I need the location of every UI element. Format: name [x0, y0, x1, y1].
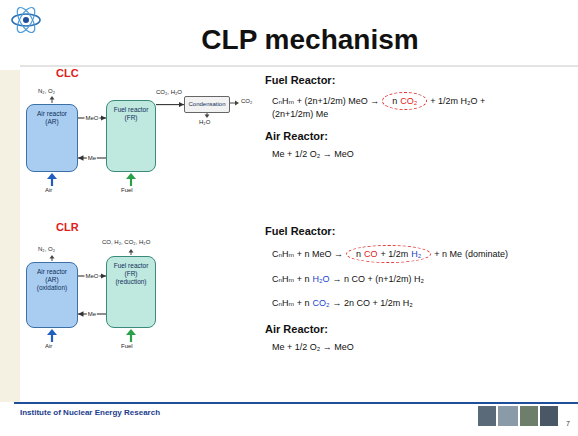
equation-term: CₙHₘ + n	[272, 274, 309, 284]
node-text: Fuel reactor (FR) (reduction)	[110, 262, 152, 285]
stream-label: Fuel	[121, 343, 133, 350]
footer-text: Institute of Nuclear Energy Research	[20, 408, 160, 417]
equation-term: CO₂	[400, 96, 417, 106]
equation-line: CₙHₘ + (2n+1/2m) MeO →nCO₂+ 1/2m H₂O +	[272, 92, 485, 110]
reactor-box: Fuel reactor (FR)	[106, 100, 156, 172]
equation-term: (2n+1/2m) Me	[272, 109, 328, 119]
highlight-ring: nCO+ 1/2mH₂	[346, 245, 431, 263]
section-label: CLR	[56, 221, 79, 234]
stream-label: N₂, O₂	[38, 88, 55, 95]
equation-line: CₙHₘ + nH₂O→ n CO + (n+1/2m) H₂	[272, 274, 424, 284]
page-number: 7	[566, 420, 570, 428]
equation-line: Me + 1/2 O₂ → MeO	[272, 342, 354, 352]
equation-term: Me + 1/2 O₂ → MeO	[272, 342, 354, 352]
equation-term: H₂	[411, 249, 421, 259]
reactor-box: Air reactor (AR)	[26, 104, 78, 172]
flow-connector	[156, 104, 184, 105]
header-rule	[20, 66, 578, 67]
stream-label: Air	[45, 187, 52, 194]
equation-term: H₂O	[312, 274, 329, 284]
reactor-box: Fuel reactor (FR) (reduction)	[106, 256, 156, 328]
node-text: Air reactor (AR)	[30, 110, 74, 126]
reactor-box: Air reactor (AR) (oxidation)	[26, 262, 78, 328]
equation-term: + 1/2m	[380, 249, 408, 259]
equation-term: CₙHₘ + n MeO →	[272, 249, 343, 259]
equation-term: + 1/2m H₂O +	[430, 96, 485, 106]
equation-line: Me + 1/2 O₂ → MeO	[272, 149, 354, 159]
connector-label: MeO	[84, 273, 99, 280]
slide-title: CLP mechanism	[40, 24, 578, 56]
equation-line: CₙHₘ + n MeO →nCO+ 1/2mH₂+ n Me(dominate…	[272, 245, 508, 263]
footer-photos	[478, 406, 558, 426]
stream-label: CO₂, H₂O	[156, 89, 182, 96]
connector-label: Me	[87, 155, 97, 162]
node-text: Air reactor (AR) (oxidation)	[30, 268, 74, 291]
stream-label: N₂, O₂	[38, 246, 55, 253]
equation-term: CO₂	[312, 298, 329, 308]
reactor-heading: Air Reactor:	[265, 130, 328, 143]
reactor-heading: Air Reactor:	[265, 323, 328, 336]
footer-rule	[14, 402, 578, 404]
reactor-heading: Fuel Reactor:	[265, 225, 335, 238]
node-text: Fuel reactor (FR)	[110, 106, 152, 122]
stream-label: CO₂	[241, 98, 252, 105]
logo-icon	[12, 5, 40, 35]
equation-term: CₙHₘ + (2n+1/2m) MeO →	[272, 96, 379, 106]
equation-line: CₙHₘ + nCO₂→ 2n CO + 1/2m H₂	[272, 298, 413, 308]
equation-term: → n CO + (n+1/2m) H₂	[332, 274, 424, 284]
equation-line: (2n+1/2m) Me	[272, 109, 328, 119]
equation-term: CO	[364, 249, 378, 259]
highlight-ring: nCO₂	[382, 92, 427, 110]
stream-label: Fuel	[121, 187, 133, 194]
side-strip	[0, 70, 20, 402]
equation-term: CₙHₘ + n	[272, 298, 309, 308]
equation-term: + n Me	[434, 249, 462, 259]
connector-label: Me	[87, 311, 97, 318]
equation-term: (dominate)	[465, 249, 508, 259]
equation-term: Me + 1/2 O₂ → MeO	[272, 149, 354, 159]
reactor-heading: Fuel Reactor:	[265, 74, 335, 87]
section-label: CLC	[56, 67, 79, 80]
equation-term: n	[392, 96, 397, 106]
equation-term: → 2n CO + 1/2m H₂	[332, 298, 412, 308]
connector-label: MeO	[84, 115, 99, 122]
stream-label: Air	[45, 343, 52, 350]
node-text: Condensation	[188, 101, 225, 108]
stream-label: H₂O	[199, 119, 210, 126]
condenser-box: Condensation	[184, 96, 230, 113]
equation-term: n	[356, 249, 361, 259]
stream-label: CO, H₂, CO₂, H₂O	[102, 239, 150, 246]
